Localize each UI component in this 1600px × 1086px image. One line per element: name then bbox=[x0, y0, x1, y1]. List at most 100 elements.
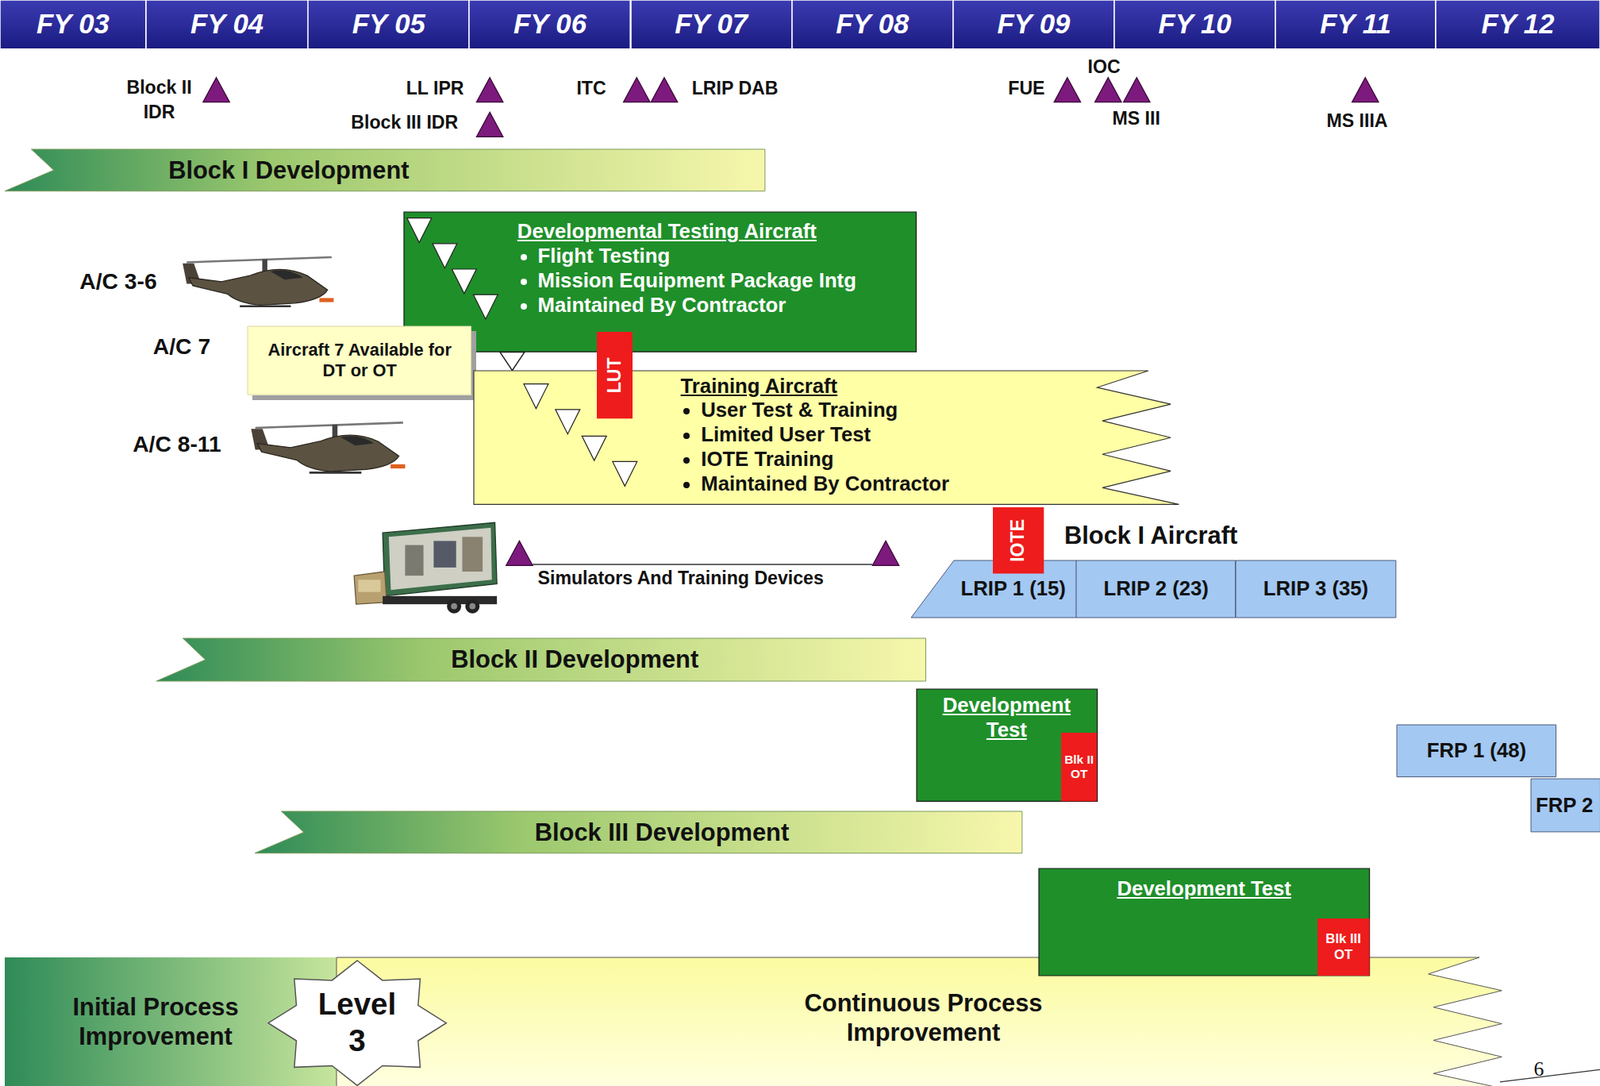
development-band: Block III Development bbox=[254, 811, 1023, 854]
development-band: Block I Development bbox=[4, 149, 766, 192]
box-label: Block I Development bbox=[168, 155, 409, 185]
delivery-triangle bbox=[407, 218, 432, 243]
production-lot-box: FRP 2 bbox=[1530, 778, 1600, 832]
node-content: LUT bbox=[596, 331, 633, 419]
node-fill bbox=[1235, 560, 1397, 618]
node-fill bbox=[473, 370, 1179, 504]
node-content: Training AircraftUser Test & TrainingLim… bbox=[473, 370, 1179, 504]
fiscal-year-cell: FY 08 bbox=[792, 0, 954, 50]
milestone-label: Block I Aircraft bbox=[1064, 520, 1238, 550]
delivery-triangle bbox=[523, 383, 549, 408]
node-fill bbox=[1275, 0, 1436, 50]
node-fill bbox=[1076, 560, 1236, 618]
milestone-label: LRIP DAB bbox=[692, 77, 779, 100]
node-content: FY 11 bbox=[1275, 0, 1436, 50]
node-fill bbox=[792, 0, 954, 50]
milestone-label: MS IIIA bbox=[1326, 110, 1388, 133]
box-label: Development Test bbox=[1116, 876, 1291, 901]
vertical-label: LUT bbox=[603, 357, 627, 393]
box-label: FY 03 bbox=[36, 7, 110, 42]
node-fill bbox=[1396, 724, 1557, 777]
milestone-label: Simulators And Training Devices bbox=[538, 567, 824, 590]
box-label: FY 09 bbox=[996, 7, 1070, 42]
box-label: FY 06 bbox=[513, 7, 587, 42]
aircraft-label: A/C 7 bbox=[153, 333, 211, 361]
node-fill bbox=[469, 0, 631, 50]
training-aircraft-box: Training AircraftUser Test & TrainingLim… bbox=[473, 370, 1179, 504]
box-label: FY 05 bbox=[352, 7, 426, 42]
box-label: Blk III OT bbox=[1318, 930, 1369, 963]
bullet-item: Mission Equipment Package Intg bbox=[538, 268, 857, 293]
node-content: FY 10 bbox=[1114, 0, 1276, 50]
box-label: Initial Process Improvement bbox=[48, 992, 263, 1051]
maturity-level-badge: Level 3 bbox=[267, 959, 447, 1086]
node-fill bbox=[156, 638, 926, 681]
node-content: FY 03 bbox=[0, 0, 147, 50]
node-fill bbox=[247, 326, 472, 395]
node-fill bbox=[307, 0, 470, 50]
fiscal-year-cell: FY 10 bbox=[1114, 0, 1276, 50]
production-lot-box: FRP 1 (48) bbox=[1396, 724, 1557, 777]
delivery-triangle bbox=[473, 295, 499, 320]
bullet-item: Maintained By Contractor bbox=[538, 292, 857, 318]
development-test-box: Development TestBlk II OT bbox=[916, 688, 1098, 801]
fiscal-year-cell: FY 11 bbox=[1275, 0, 1436, 50]
node-content: FY 06 bbox=[469, 0, 631, 50]
helicopter-illustration bbox=[250, 422, 405, 473]
helicopter-illustration bbox=[182, 257, 334, 307]
node-content: FY 04 bbox=[146, 0, 308, 50]
milestone-label: ITC bbox=[576, 77, 606, 100]
node-fill bbox=[1435, 0, 1600, 50]
bullet-list: User Test & TrainingLimited User TestIOT… bbox=[680, 397, 950, 496]
fiscal-year-cell: FY 05 bbox=[307, 0, 470, 50]
delivery-triangle bbox=[500, 352, 525, 371]
node-content: FY 07 bbox=[630, 0, 793, 50]
fiscal-year-cell: FY 07 bbox=[630, 0, 793, 50]
production-lot-box: LRIP 2 (23) bbox=[1076, 560, 1236, 618]
milestone-label: LL IPR bbox=[406, 77, 465, 100]
milestone-label: Block II IDR bbox=[114, 75, 204, 125]
node-fill bbox=[268, 960, 447, 1085]
fiscal-year-cell: FY 03 bbox=[0, 0, 147, 50]
fiscal-year-cell: FY 04 bbox=[146, 0, 308, 50]
delivery-triangle bbox=[554, 409, 580, 435]
box-heading: Developmental Testing Aircraft bbox=[517, 219, 817, 244]
vertical-label: IOTE bbox=[1007, 519, 1030, 562]
bullet-list: Flight TestingMission Equipment Package … bbox=[517, 243, 857, 318]
node-content: Block III Development bbox=[254, 811, 1023, 854]
box-label: FY 11 bbox=[1319, 7, 1391, 42]
bullet-item: IOTE Training bbox=[700, 446, 950, 472]
node-content: FY 05 bbox=[307, 0, 470, 50]
test-aircraft-box: Developmental Testing AircraftFlight Tes… bbox=[403, 211, 916, 352]
box-label: Continuous Process Improvement bbox=[770, 988, 1077, 1047]
process-band: Continuous Process Improvement bbox=[336, 957, 1511, 1086]
corner-rule bbox=[1500, 1069, 1600, 1081]
box-label: Blk II OT bbox=[1061, 752, 1096, 782]
milestone-label: MS III bbox=[1111, 107, 1160, 131]
node-content: Level 3 bbox=[267, 959, 447, 1086]
node-fill bbox=[953, 0, 1115, 50]
bullet-item: Maintained By Contractor bbox=[700, 471, 950, 497]
node-fill bbox=[4, 149, 766, 192]
node-fill bbox=[992, 507, 1044, 574]
node-fill bbox=[1114, 0, 1276, 50]
production-lot-box: LRIP 3 (35) bbox=[1235, 560, 1397, 618]
bullet-item: Flight Testing bbox=[538, 243, 857, 269]
box-heading: Training Aircraft bbox=[680, 373, 839, 399]
bullet-item: User Test & Training bbox=[700, 397, 950, 423]
simulator-span-line bbox=[532, 563, 873, 565]
fiscal-year-cell: FY 06 bbox=[469, 0, 631, 50]
node-content: Aircraft 7 Available for DT or OT bbox=[247, 326, 472, 395]
node-fill bbox=[596, 331, 633, 419]
node-outline bbox=[267, 959, 447, 1086]
milestone-label: IOC bbox=[1088, 56, 1121, 79]
development-band: Block II Development bbox=[156, 638, 926, 681]
page-number: 6 bbox=[1533, 1057, 1544, 1082]
node-content: Continuous Process Improvement bbox=[336, 957, 1511, 1086]
milestone-label: FUE bbox=[1007, 77, 1045, 100]
note-box: Aircraft 7 Available for DT or OT bbox=[247, 326, 472, 395]
aircraft-label: A/C 3-6 bbox=[79, 268, 157, 296]
fiscal-year-cell: FY 09 bbox=[953, 0, 1115, 50]
node-content: Blk II OT bbox=[1061, 732, 1097, 801]
box-label: Aircraft 7 Available for DT or OT bbox=[257, 339, 462, 381]
